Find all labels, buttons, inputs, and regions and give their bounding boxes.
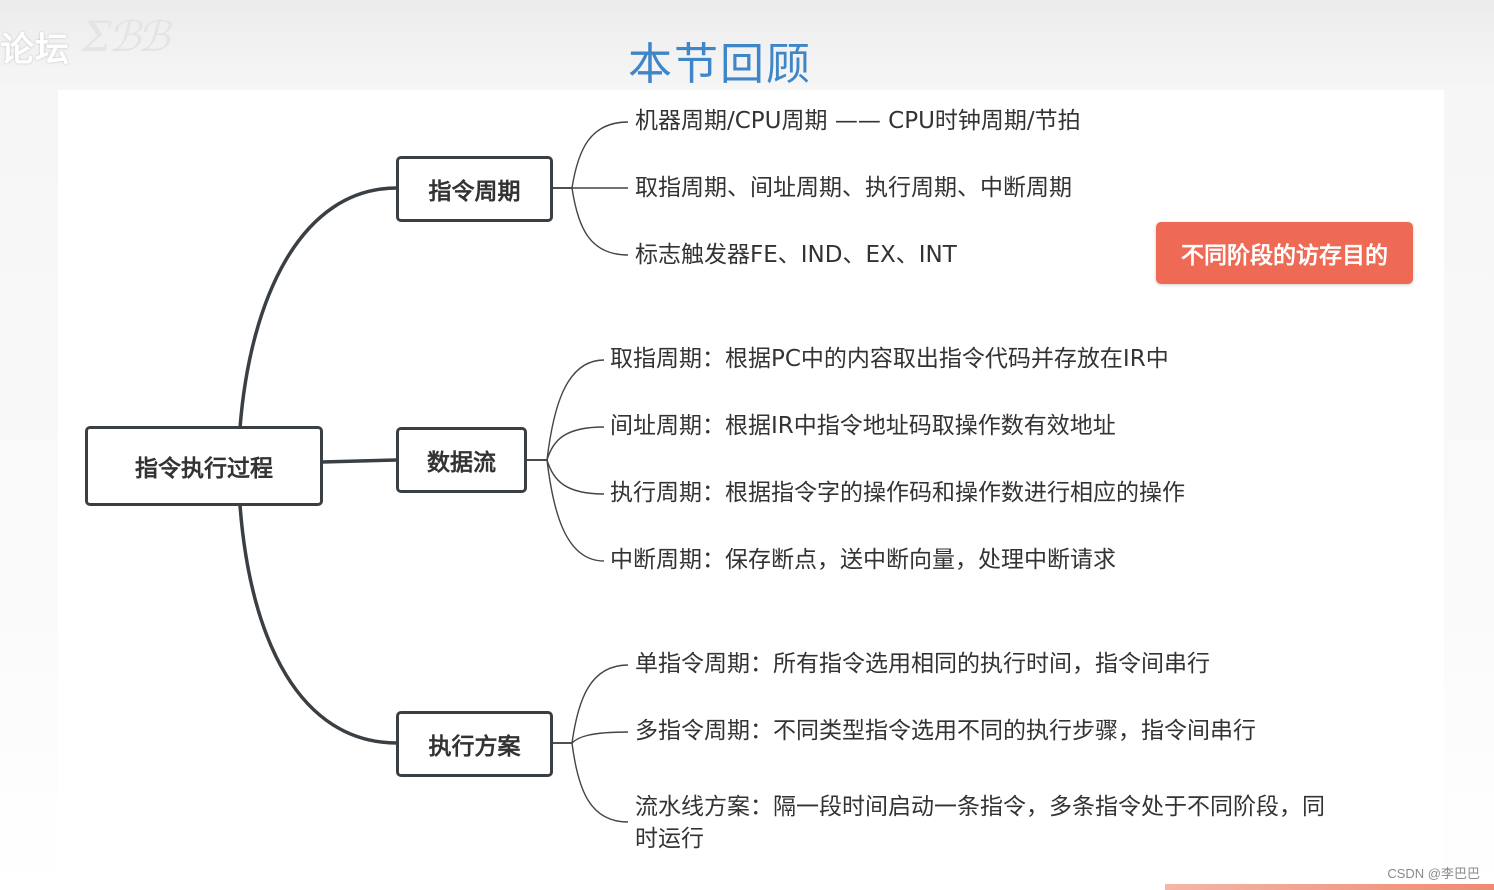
leaf-execution-scheme-1: 单指令周期：所有指令选用相同的执行时间，指令间串行 [635,651,1210,677]
connector-root-to-execution-scheme [238,504,398,745]
watermark-logo: Ʃℬℬ [82,12,170,61]
connector-root-to-instruction-cycle [238,186,398,429]
leaf-execution-scheme-3: 流水线方案：隔一段时间启动一条指令，多条指令处于不同阶段，同时运行 [635,794,1325,852]
leaf-instruction-cycle-2: 取指周期、间址周期、执行周期、中断周期 [635,175,1072,201]
connector-es-leaf-2 [552,731,629,744]
connector-df-leaf-4 [527,459,605,562]
footer-accent-strip [1165,884,1494,890]
csdn-watermark: CSDN @李巴巴 [1387,866,1480,881]
connector-ic-leaf-3 [552,187,629,256]
leaf-data-flow-3: 执行周期：根据指令字的操作码和操作数进行相应的操作 [610,480,1185,506]
connector-df-leaf-1 [527,359,605,461]
connector-df-leaf-3 [527,459,605,495]
connector-df-leaf-2 [527,426,605,461]
connector-es-leaf-1 [552,664,629,744]
branch-data-flow: 数据流 [396,427,527,493]
watermark-forum-text: 论坛 [0,30,70,70]
connector-es-leaf-3 [552,742,629,823]
connector-ic-leaf-1 [552,121,629,189]
leaf-instruction-cycle-1: 机器周期/CPU周期 —— CPU时钟周期/节拍 [635,108,1081,134]
branch-execution-scheme: 执行方案 [396,711,553,777]
connector-root-to-data-flow [321,458,398,464]
branch-instruction-cycle: 指令周期 [396,156,553,222]
leaf-data-flow-4: 中断周期：保存断点，送中断向量，处理中断请求 [610,547,1116,573]
leaf-data-flow-2: 间址周期：根据IR中指令地址码取操作数有效地址 [610,413,1116,439]
page-title: 本节回顾 [628,39,812,90]
leaf-instruction-cycle-3: 标志触发器FE、IND、EX、INT [635,242,957,268]
memory-access-callout: 不同阶段的访存目的 [1156,222,1413,284]
leaf-data-flow-1: 取指周期：根据PC中的内容取出指令代码并存放在IR中 [610,346,1169,372]
leaf-execution-scheme-2: 多指令周期：不同类型指令选用不同的执行步骤，指令间串行 [635,718,1256,744]
root-node: 指令执行过程 [85,426,323,506]
